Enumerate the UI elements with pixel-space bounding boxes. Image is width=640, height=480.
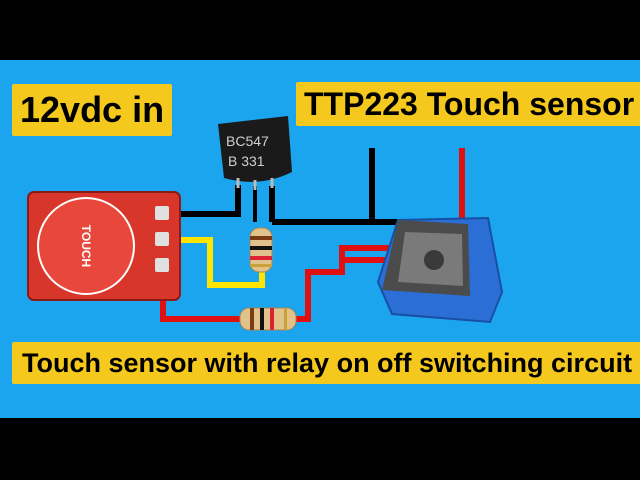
transistor-text-2: B 331 bbox=[228, 153, 265, 169]
touch-pad-label: TOUCH bbox=[79, 225, 93, 267]
wire-red-relay bbox=[292, 245, 398, 322]
wire-black-gnd bbox=[160, 185, 241, 217]
pin-vcc bbox=[155, 258, 169, 272]
resistor-base bbox=[249, 227, 273, 273]
bc547-transistor: BC547 B 331 bbox=[218, 116, 292, 190]
pin-gnd bbox=[155, 206, 169, 220]
pin-signal bbox=[155, 232, 169, 246]
diagram-canvas: TOUCH BC547 B 331 bbox=[0, 60, 640, 418]
resistor-vcc bbox=[239, 307, 297, 331]
wire-yellow-signal bbox=[165, 237, 265, 288]
circuit-diagram: TOUCH BC547 B 331 bbox=[27, 116, 504, 331]
relay bbox=[376, 216, 504, 324]
touch-sensor-board: TOUCH bbox=[27, 191, 181, 301]
sensor-name-label: TTP223 Touch sensor bbox=[296, 82, 640, 126]
transistor-text-1: BC547 bbox=[226, 133, 269, 149]
diagram-caption: Touch sensor with relay on off switching… bbox=[12, 342, 640, 384]
power-input-label: 12vdc in bbox=[12, 84, 173, 136]
